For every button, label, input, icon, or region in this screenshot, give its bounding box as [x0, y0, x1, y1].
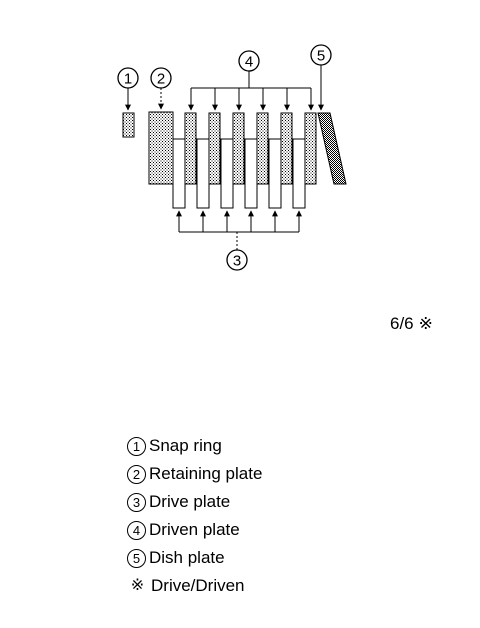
reference-mark-icon: ※ [130, 577, 145, 594]
legend-key: 4 [127, 520, 146, 540]
callout-snap-ring: 1 [117, 67, 139, 111]
legend-item-drive-plate: 3 Drive plate [127, 488, 262, 516]
legend-key: 3 [127, 492, 146, 512]
legend-item-driven-plate: 4 Driven plate [127, 516, 262, 544]
driven-plate [232, 112, 245, 185]
dish-plate [317, 112, 347, 185]
callout-driven-plate-number: 4 [245, 54, 253, 71]
legend-label: Retaining plate [149, 464, 263, 483]
callout-snap-ring-number: 1 [124, 71, 132, 88]
drive-plate [220, 138, 234, 209]
drive-plate [244, 138, 258, 209]
legend: 1 Snap ring 2 Retaining plate 3 Drive pl… [127, 432, 262, 600]
driven-plate [208, 112, 221, 185]
snap-ring [122, 112, 135, 138]
legend-label: Drive plate [149, 492, 231, 511]
legend-item-snap-ring: 1 Snap ring [127, 432, 262, 460]
legend-item-retaining-plate: 2 Retaining plate [127, 460, 262, 488]
reference-mark-icon: ※ [418, 314, 433, 333]
legend-key: 1 [127, 436, 146, 456]
legend-label: Driven plate [149, 520, 240, 539]
driven-plate [256, 112, 269, 185]
clutch-pack-diagram: 1 2 4 [117, 44, 347, 271]
callout-drive-plate: 3 [176, 210, 302, 271]
drive-plate [172, 138, 186, 209]
retaining-plate [148, 111, 174, 185]
driven-plate [304, 112, 317, 185]
drive-plate [292, 138, 306, 209]
legend-item-dish-plate: 5 Dish plate [127, 544, 262, 572]
callout-retaining-plate-number: 2 [157, 71, 165, 88]
callout-retaining-plate: 2 [150, 67, 172, 110]
drive-plate [196, 138, 210, 209]
callout-dish-plate-number: 5 [317, 48, 325, 65]
driven-plate [280, 112, 293, 185]
drive-plates [172, 138, 306, 209]
callout-drive-plate-number: 3 [233, 253, 241, 270]
legend-label: Snap ring [149, 436, 222, 455]
legend-label: Drive/Driven [151, 576, 245, 595]
legend-key: 2 [127, 464, 146, 484]
plate-ratio: 6/6※ [390, 314, 433, 334]
legend-item-drive-driven: ※ Drive/Driven [127, 572, 262, 600]
driven-plate [184, 112, 197, 185]
callout-dish-plate: 5 [310, 44, 332, 111]
callout-driven-plate: 4 [188, 50, 314, 111]
legend-key: 5 [127, 548, 146, 568]
legend-label: Dish plate [149, 548, 225, 567]
plate-ratio-value: 6/6 [390, 314, 414, 333]
drive-plate [268, 138, 282, 209]
